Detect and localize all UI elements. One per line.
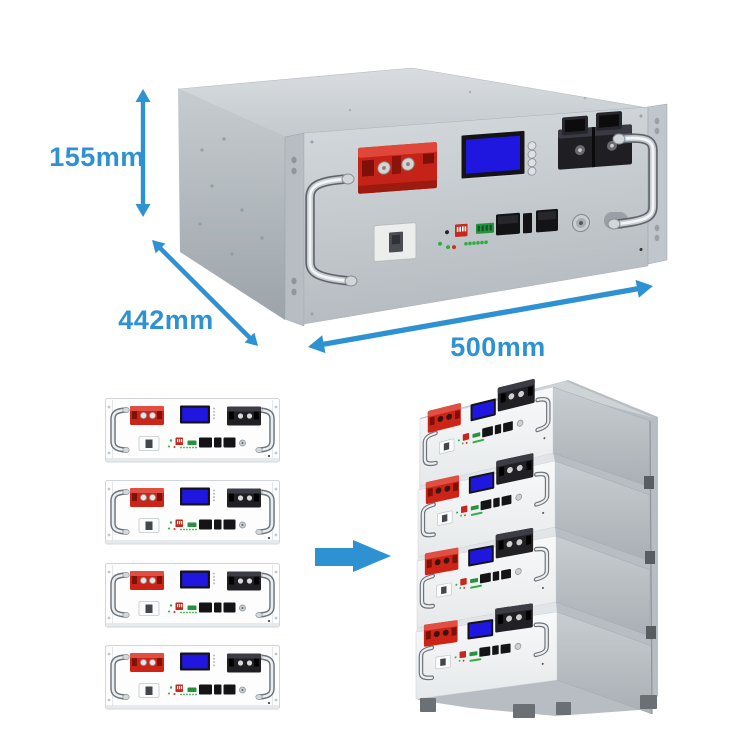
battery-module-3 xyxy=(106,564,280,628)
status-leds xyxy=(438,240,488,250)
lock xyxy=(572,214,590,233)
battery-module-2 xyxy=(106,481,280,545)
left-face xyxy=(178,89,285,320)
control-buttons xyxy=(527,141,537,176)
dip-switch xyxy=(455,223,468,238)
width-label: 500mm xyxy=(450,332,546,362)
height-label: 155mm xyxy=(49,142,145,172)
depth-label: 442mm xyxy=(118,305,214,335)
handle-left xyxy=(305,173,358,287)
reset-button xyxy=(445,230,449,235)
stacked-units xyxy=(415,375,658,718)
black-terminal xyxy=(558,111,632,170)
green-terminal xyxy=(476,222,494,234)
rj45-ports xyxy=(496,208,558,236)
depth-arrow xyxy=(152,240,258,346)
handle-right xyxy=(604,133,658,230)
red-terminal xyxy=(358,142,437,194)
height-arrow xyxy=(135,89,151,217)
rack-ear-left xyxy=(284,132,305,327)
front-panel-components xyxy=(358,111,643,263)
transform-arrow-icon xyxy=(315,540,391,572)
battery-module-1 xyxy=(106,399,280,463)
battery-module-4 xyxy=(106,646,280,710)
stack-feet xyxy=(420,695,657,718)
circuit-breaker xyxy=(373,222,417,263)
panel-screw xyxy=(639,248,643,252)
width-arrow xyxy=(308,279,653,354)
lcd-screen xyxy=(460,129,526,180)
main-unit xyxy=(176,67,668,327)
dimension-annotations: 155mm 442mm 500mm xyxy=(49,89,653,362)
